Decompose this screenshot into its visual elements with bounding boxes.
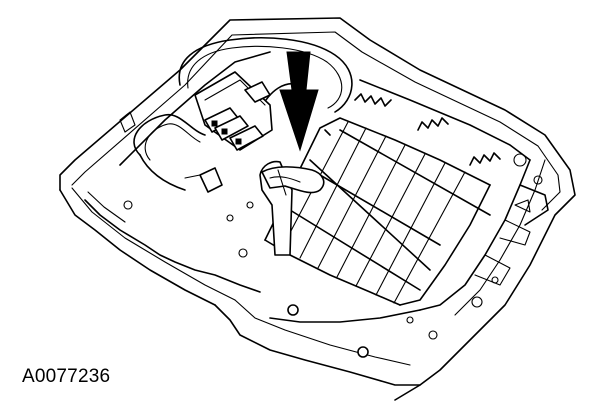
figure-reference-code: A0077236 bbox=[22, 366, 111, 387]
pan-inner-walls bbox=[119, 51, 549, 340]
release-strap bbox=[259, 160, 325, 256]
callout-arrow bbox=[279, 51, 319, 152]
electrical-connector bbox=[184, 71, 273, 193]
seat-pan-outline bbox=[59, 17, 576, 401]
fastener-holes bbox=[119, 111, 531, 358]
tension-spring-3 bbox=[469, 152, 501, 166]
tension-spring-1 bbox=[354, 93, 392, 107]
tension-spring-2 bbox=[417, 117, 449, 131]
spring-wire-grid bbox=[264, 117, 491, 306]
